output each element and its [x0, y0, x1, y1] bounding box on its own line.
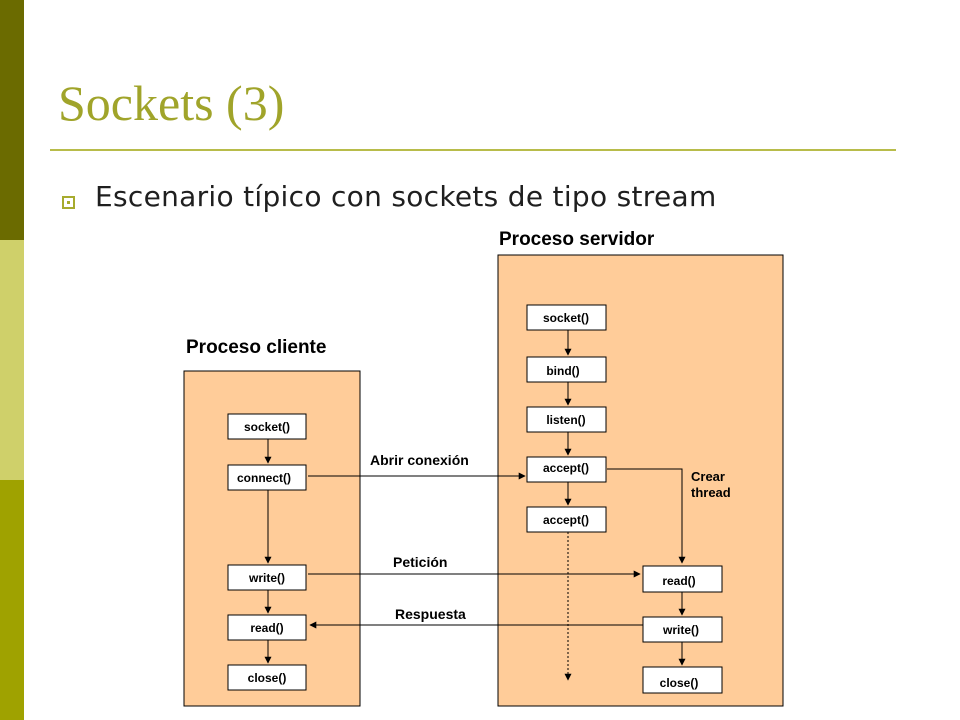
client-call-close-label: close() [248, 671, 287, 685]
server-call-socket-label: socket() [543, 311, 589, 325]
bullet-text: Escenario típico con sockets de tipo str… [95, 180, 717, 213]
request-message-label: Petición [393, 554, 447, 570]
connect-message-label: Abrir conexión [370, 452, 469, 468]
server-call-accept-2: accept() [526, 506, 607, 533]
thread-call-close: close() [642, 666, 723, 694]
thread-call-write-label: write() [662, 623, 699, 637]
thread-label-line2: thread [691, 485, 731, 500]
thread-call-close-label: close() [660, 676, 699, 690]
client-call-socket: socket() [227, 413, 307, 440]
thread-call-read-label: read() [662, 574, 695, 588]
client-call-connect: connect() [227, 464, 307, 491]
server-call-accept: accept() [526, 456, 607, 483]
client-call-read-label: read() [250, 621, 283, 635]
accent-bar-middle [0, 240, 24, 480]
thread-create-path [607, 468, 686, 564]
server-call-listen: listen() [526, 406, 607, 433]
thread-label-line1: Crear [691, 469, 725, 484]
server-call-accept-label: accept() [543, 461, 589, 475]
server-call-bind-label: bind() [546, 364, 579, 378]
server-call-socket: socket() [526, 304, 607, 331]
server-process-title: Proceso servidor [499, 229, 655, 250]
bullet-square-icon [62, 196, 75, 209]
slide-title: Sockets (3) [58, 75, 285, 131]
client-call-connect-label: connect() [237, 471, 291, 485]
thread-call-read: read() [642, 565, 723, 593]
response-message-label: Respuesta [395, 606, 466, 622]
server-call-bind: bind() [526, 356, 607, 383]
client-call-close: close() [227, 664, 307, 691]
client-call-write-label: write() [248, 571, 285, 585]
thread-call-write: write() [642, 616, 723, 643]
client-call-socket-label: socket() [244, 420, 290, 434]
client-process-title: Proceso cliente [186, 337, 326, 358]
title-divider [50, 149, 896, 151]
server-call-accept-2-label: accept() [543, 513, 589, 527]
server-call-listen-label: listen() [546, 413, 585, 427]
accent-bar-bottom [0, 480, 24, 720]
accent-bar-top [0, 0, 24, 240]
client-call-read: read() [227, 614, 307, 641]
client-call-write: write() [227, 564, 307, 591]
